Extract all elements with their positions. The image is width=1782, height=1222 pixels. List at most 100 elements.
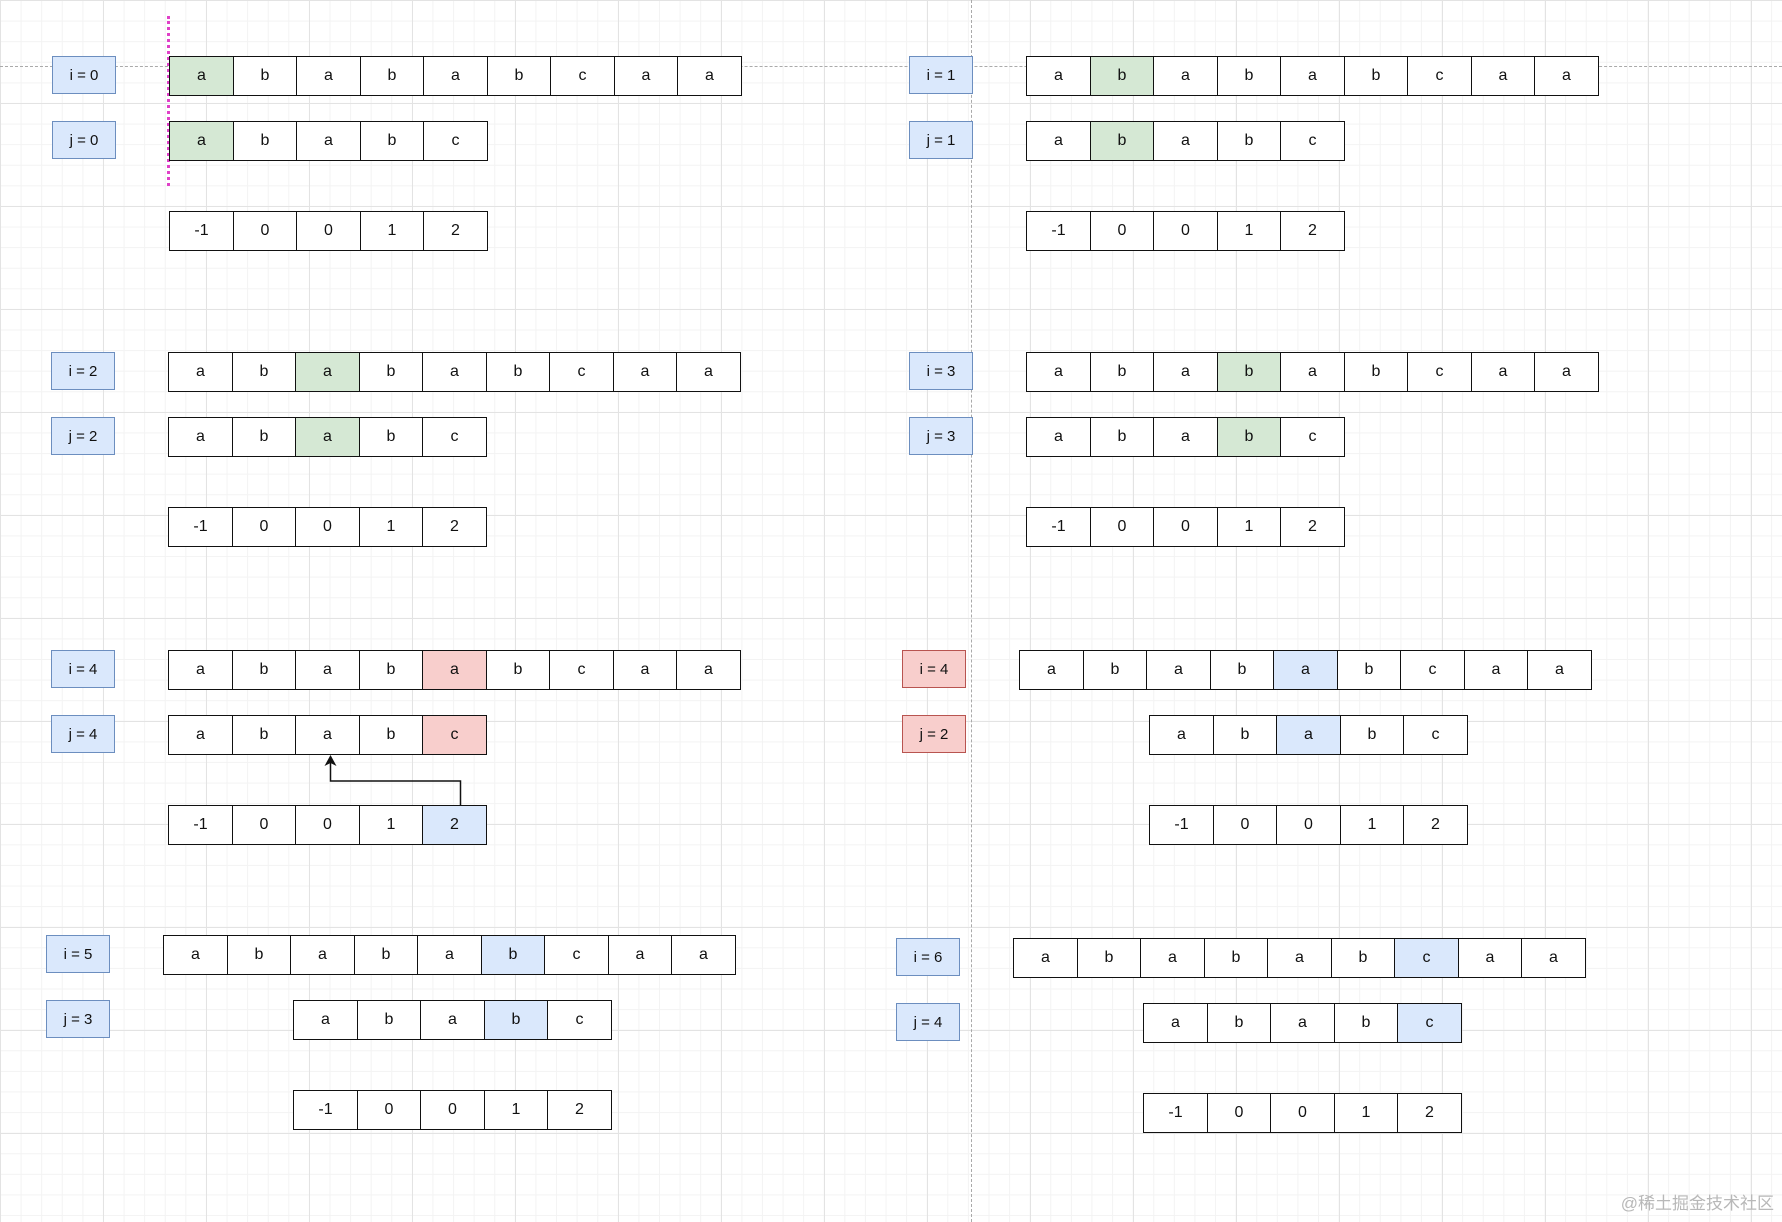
text-cell: a [1534,56,1599,96]
pattern-cell: a [295,715,360,755]
text-cell: a [1267,938,1332,978]
text-cell: a [296,56,361,96]
next-cell: 0 [295,507,360,547]
pattern-cell: c [423,121,488,161]
next-cell: 2 [422,507,487,547]
pattern-cell: b [356,1000,422,1040]
pattern-cell: c [1280,121,1345,161]
jump-arrow-head [324,755,337,766]
pattern-cell: b [358,417,424,457]
pattern-cell: b [1216,417,1282,457]
text-cell: a [676,650,741,690]
next-cell: -1 [1143,1093,1208,1133]
pattern-cell: c [422,417,487,457]
next-cell: 0 [1276,805,1341,845]
alignment-guide-line [167,16,170,186]
pattern-cell: a [296,121,361,161]
next-cell: 2 [1280,211,1345,251]
text-cell: a [1457,938,1523,978]
text-cell: a [1153,56,1218,96]
next-cell: -1 [168,507,233,547]
text-cell: a [1470,352,1536,392]
next-cell: 2 [1403,805,1468,845]
text-cell: a [168,650,233,690]
horizontal-guide-line [0,66,1782,67]
pattern-cell: c [1397,1003,1462,1043]
pattern-cell: a [169,121,234,161]
i-index-label: i = 4 [902,650,966,688]
next-cell: 1 [1216,507,1282,547]
j-index-label: j = 1 [909,121,973,159]
text-cell: b [1216,352,1282,392]
pattern-cell: a [1153,417,1218,457]
next-cell: 1 [483,1090,549,1130]
j-index-label: j = 0 [52,121,116,159]
next-cell: 0 [296,211,361,251]
pattern-cell: c [422,715,487,755]
pattern-cell: b [358,715,424,755]
pattern-cell: a [168,417,233,457]
text-cell: a [1140,938,1205,978]
text-cell: a [423,56,488,96]
next-cell: 1 [1333,1093,1399,1133]
text-cell: b [1076,938,1142,978]
next-cell: 0 [356,1090,422,1130]
i-index-label: i = 5 [46,935,110,973]
next-cell: -1 [1149,805,1214,845]
next-cell: 0 [1153,211,1218,251]
text-cell: a [1280,352,1345,392]
text-cell: a [295,650,360,690]
next-cell: 2 [422,805,487,845]
pattern-cell: a [1026,417,1091,457]
next-cell: 1 [358,805,424,845]
pattern-cell: a [1153,121,1218,161]
i-index-label: i = 0 [52,56,116,94]
i-index-label: i = 4 [51,650,115,688]
pattern-cell: b [1216,121,1282,161]
text-cell: b [1330,938,1396,978]
pattern-cell: a [168,715,233,755]
j-index-label: j = 2 [902,715,966,753]
next-cell: 0 [1206,1093,1272,1133]
pattern-cell: a [293,1000,358,1040]
text-cell: a [290,935,355,975]
text-cell: b [353,935,419,975]
next-cell: 2 [423,211,488,251]
text-cell: a [1521,938,1586,978]
text-cell: c [1407,352,1472,392]
text-cell: b [1336,650,1402,690]
pattern-cell: a [420,1000,485,1040]
watermark: @稀土掘金技术社区 [1620,1194,1774,1213]
text-cell: a [613,56,679,96]
next-cell: -1 [169,211,234,251]
text-cell: b [231,352,297,392]
next-cell: 0 [231,507,297,547]
j-index-label: j = 4 [896,1003,960,1041]
text-cell: b [485,352,551,392]
next-cell: 1 [358,507,424,547]
text-cell: a [1280,56,1345,96]
pattern-cell: a [1026,121,1091,161]
jump-arrow-line [329,763,462,805]
text-cell: a [1273,650,1338,690]
i-index-label: i = 6 [896,938,960,976]
next-cell: -1 [1026,507,1091,547]
text-cell: a [1463,650,1529,690]
text-cell: a [607,935,673,975]
pattern-cell: c [547,1000,612,1040]
next-cell: 0 [1212,805,1278,845]
text-cell: a [422,352,487,392]
j-index-label: j = 4 [51,715,115,753]
